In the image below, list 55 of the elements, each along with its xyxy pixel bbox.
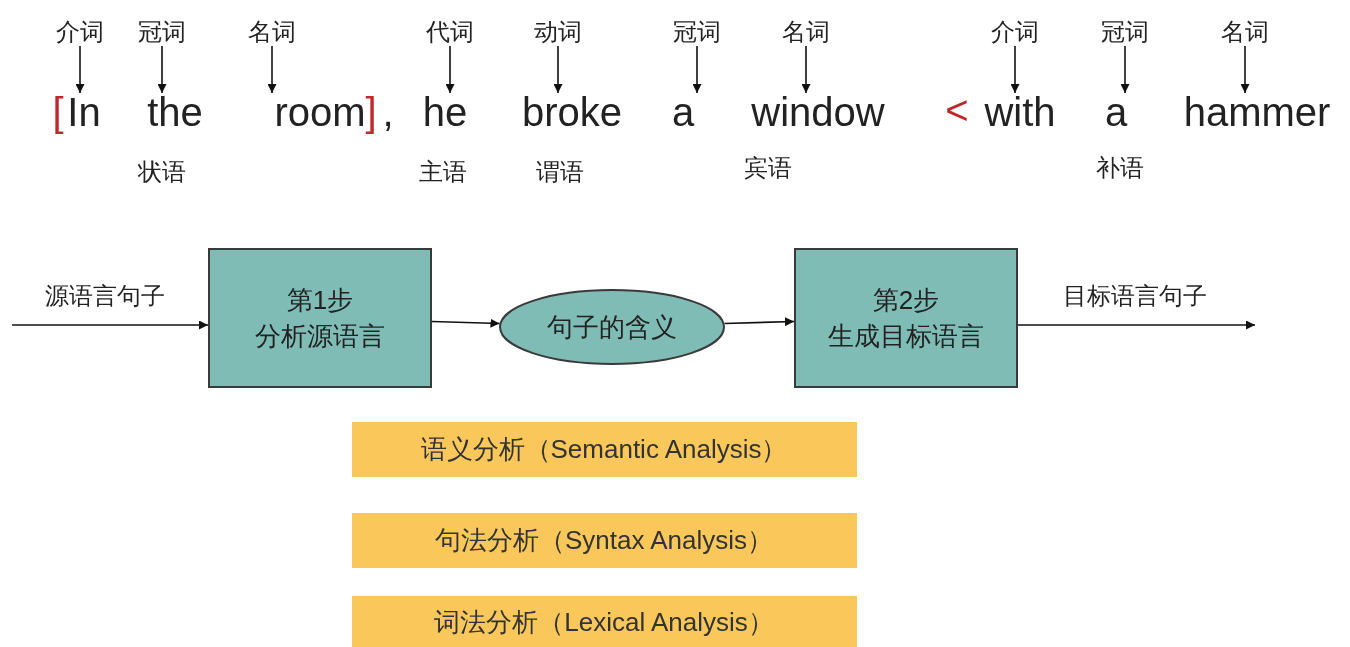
meaning-ellipse: 句子的含义: [499, 289, 725, 365]
arrow: [723, 317, 795, 327]
step-title: 分析源语言: [255, 320, 385, 353]
word: a: [1104, 91, 1128, 133]
role-label: 补语: [1096, 154, 1144, 182]
analysis-bar: 句法分析（Syntax Analysis）: [351, 512, 857, 568]
step-label: 第2步: [872, 284, 940, 317]
role-label: 状语: [138, 158, 186, 186]
pos-tag: 代词: [426, 18, 474, 46]
arrow: [692, 45, 702, 94]
arrow: [1240, 45, 1250, 94]
word: window: [751, 91, 885, 133]
pos-tag: 冠词: [1101, 18, 1149, 46]
bracket: <: [945, 89, 969, 131]
word: In: [67, 91, 101, 133]
arrow: [75, 45, 85, 94]
word: the: [147, 91, 203, 133]
arrow: [1010, 45, 1020, 94]
analysis-bar: 词法分析（Lexical Analysis）: [351, 596, 857, 647]
step-title: 生成目标语言: [828, 320, 984, 353]
arrow: [1120, 45, 1130, 94]
arrow: [553, 45, 563, 94]
edge-label: 目标语言句子: [1063, 282, 1207, 310]
pos-tag: 冠词: [673, 18, 721, 46]
process-box: [794, 248, 1018, 388]
word: with: [984, 91, 1056, 133]
pos-tag: 动词: [534, 18, 582, 46]
arrow: [445, 45, 455, 94]
pos-tag: 介词: [991, 18, 1039, 46]
bracket: [: [52, 91, 64, 133]
role-label: 谓语: [536, 158, 584, 186]
edge-label: 源语言句子: [45, 282, 165, 310]
word: room: [274, 91, 366, 133]
role-label: 主语: [419, 158, 467, 186]
pos-tag: 介词: [56, 18, 104, 46]
word: broke: [521, 91, 623, 133]
arrow: [801, 45, 811, 94]
arrow: [157, 45, 167, 94]
process-box: [208, 248, 432, 388]
arrow: [11, 320, 209, 330]
arrow: [431, 318, 501, 328]
pos-tag: 名词: [782, 18, 830, 46]
word: hammer: [1183, 91, 1331, 133]
bracket: ]: [365, 91, 377, 133]
arrow: [267, 45, 277, 94]
step-label: 第1步: [286, 284, 354, 317]
word: a: [671, 91, 695, 133]
pos-tag: 名词: [248, 18, 296, 46]
role-label: 宾语: [744, 154, 792, 182]
analysis-bar: 语义分析（Semantic Analysis）: [351, 421, 857, 477]
arrow: [1017, 320, 1256, 330]
pos-tag: 冠词: [138, 18, 186, 46]
comma: ,: [382, 91, 394, 133]
pos-tag: 名词: [1221, 18, 1269, 46]
word: he: [422, 91, 468, 133]
